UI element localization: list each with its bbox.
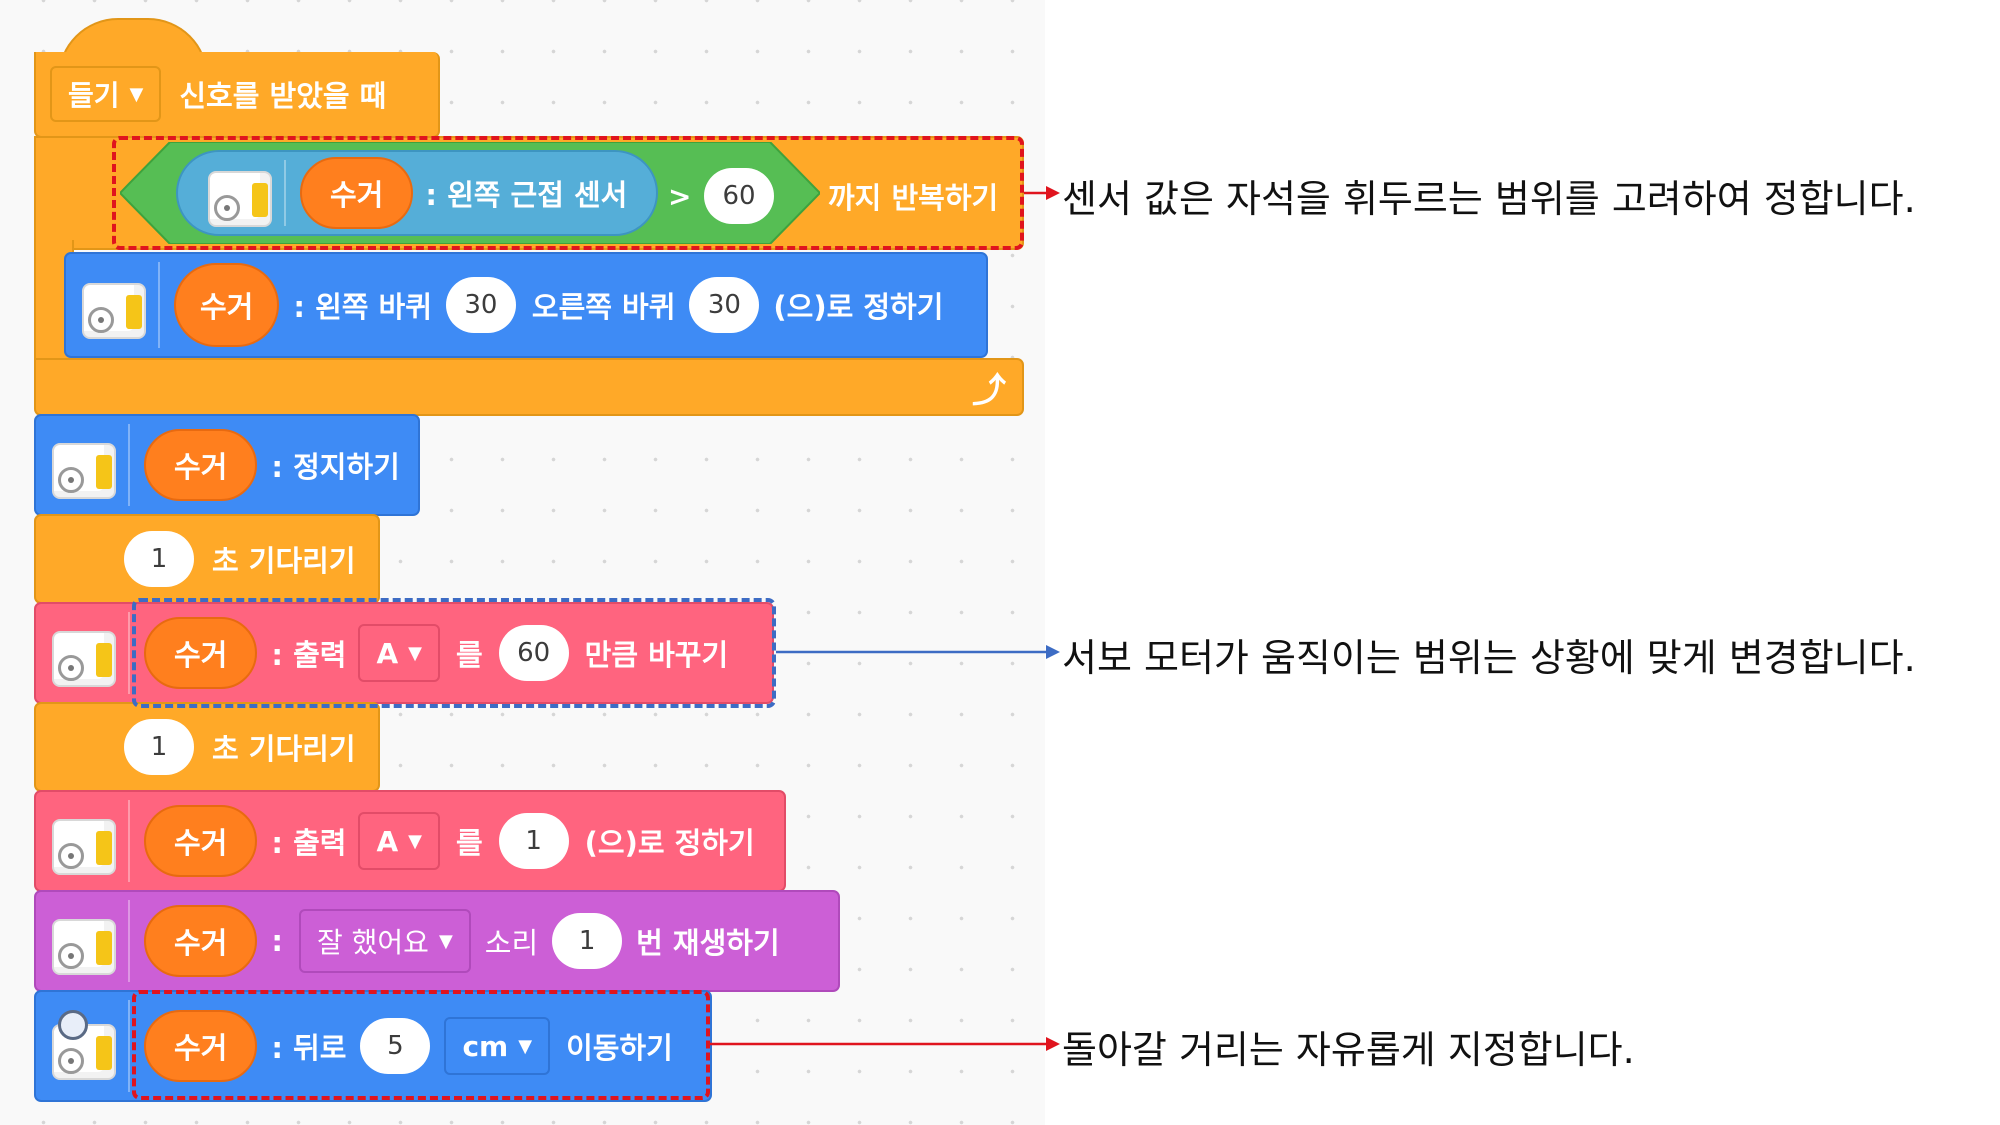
servo-set-block[interactable]: 수거 : 출력 A ▼ 를 1 (으)로 정하기 bbox=[34, 790, 786, 892]
servo-change-input[interactable]: 60 bbox=[498, 625, 569, 681]
robot-name-oval[interactable]: 수거 bbox=[144, 1010, 258, 1082]
distance-note: 돌아갈 거리는 자유롭게 지정합니다. bbox=[1062, 1028, 1635, 1072]
move-suffix: 이동하기 bbox=[566, 1031, 673, 1065]
move-distance-input[interactable]: 5 bbox=[360, 1018, 431, 1074]
particle-label: 를 bbox=[455, 638, 483, 672]
robot-name-oval[interactable]: 수거 bbox=[144, 429, 258, 501]
move-label: : 뒤로 bbox=[271, 1031, 347, 1065]
play-sound-block[interactable]: 수거 : 잘 했어요 ▼ 소리 1 번 재생하기 bbox=[34, 890, 840, 992]
sensor-highlight-box bbox=[112, 136, 1024, 250]
robot-module-icon bbox=[48, 429, 120, 501]
wait-label: 초 기다리기 bbox=[212, 732, 356, 766]
sensor-note: 센서 값은 자석을 휘두르는 범위를 고려하여 정합니다. bbox=[1062, 177, 1916, 221]
sound-dropdown-value: 잘 했어요 bbox=[316, 926, 429, 959]
wheels-suffix: (으)로 정하기 bbox=[773, 290, 944, 324]
robot-timer-icon bbox=[48, 1010, 120, 1082]
wait-seconds-input[interactable]: 1 bbox=[124, 531, 194, 587]
robot-name-oval[interactable]: 수거 bbox=[144, 905, 258, 977]
port-dropdown-value: A bbox=[376, 824, 399, 858]
signal-dropdown-value: 들기 bbox=[68, 79, 120, 112]
servo-highlight-box bbox=[132, 598, 776, 708]
hat-label: 신호를 받았을 때 bbox=[179, 79, 387, 113]
robot-name-oval[interactable]: 수거 bbox=[144, 805, 258, 877]
wait-label: 초 기다리기 bbox=[212, 544, 356, 578]
port-dropdown[interactable]: A ▼ bbox=[358, 812, 440, 870]
particle-label: 를 bbox=[455, 826, 483, 860]
robot-name-oval[interactable]: 수거 bbox=[300, 157, 414, 229]
caret-down-icon: ▼ bbox=[438, 930, 453, 952]
wait-seconds-block[interactable]: 1 초 기다리기 bbox=[34, 702, 380, 792]
signal-dropdown[interactable]: 들기 ▼ bbox=[50, 66, 162, 122]
loop-arrow-icon: ⤴ bbox=[972, 370, 1006, 411]
port-dropdown[interactable]: A ▼ bbox=[358, 624, 440, 682]
stop-block[interactable]: 수거 : 정지하기 bbox=[34, 414, 420, 516]
left-wheel-label: : 왼쪽 바퀴 bbox=[293, 290, 432, 324]
repeat-until-label: 까지 반복하기 bbox=[828, 181, 999, 215]
robot-module-icon bbox=[48, 905, 120, 977]
stop-label: : 정지하기 bbox=[271, 450, 400, 484]
threshold-input[interactable]: 60 bbox=[704, 168, 774, 224]
servo-change-block[interactable]: 수거 : 출력 A ▼ 를 60 만큼 바꾸기 bbox=[34, 602, 774, 704]
sound-suffix: 번 재생하기 bbox=[636, 926, 780, 960]
servo-set-input[interactable]: 1 bbox=[498, 813, 569, 869]
right-wheel-label: 오른쪽 바퀴 bbox=[531, 290, 676, 324]
servo-output-label: : 출력 bbox=[271, 638, 347, 672]
sound-dropdown[interactable]: 잘 했어요 ▼ bbox=[298, 909, 471, 973]
move-back-block[interactable]: 수거 : 뒤로 5 cm ▼ 이동하기 bbox=[34, 990, 712, 1102]
sensor-label: : 왼쪽 근접 센서 bbox=[425, 178, 628, 212]
port-dropdown-value: A bbox=[376, 636, 399, 670]
sensor-reporter[interactable]: 수거 : 왼쪽 근접 센서 bbox=[176, 150, 658, 236]
robot-module-icon bbox=[48, 617, 120, 689]
servo-set-suffix: (으)로 정하기 bbox=[584, 826, 755, 860]
caret-down-icon: ▼ bbox=[129, 83, 144, 105]
sound-repeat-input[interactable]: 1 bbox=[552, 913, 623, 969]
servo-note: 서보 모터가 움직이는 범위는 상황에 맞게 변경합니다. bbox=[1062, 636, 1916, 680]
robot-name-oval[interactable]: 수거 bbox=[144, 617, 258, 689]
caret-down-icon: ▼ bbox=[518, 1035, 533, 1057]
unit-dropdown-value: cm bbox=[462, 1029, 509, 1063]
caret-down-icon: ▼ bbox=[408, 642, 422, 664]
unit-dropdown[interactable]: cm ▼ bbox=[444, 1017, 551, 1075]
robot-name-oval[interactable]: 수거 bbox=[174, 263, 280, 347]
sound-label: 소리 bbox=[484, 926, 539, 960]
repeat-block-bottom-arm: ⤴ bbox=[34, 358, 1024, 416]
distance-highlight-box bbox=[132, 990, 710, 1100]
robot-module-icon bbox=[78, 269, 150, 341]
servo-output-label: : 출력 bbox=[271, 826, 347, 860]
sound-colon: : bbox=[271, 924, 283, 958]
wait-seconds-input[interactable]: 1 bbox=[124, 719, 194, 775]
robot-module-icon bbox=[204, 157, 276, 229]
servo-change-suffix: 만큼 바꾸기 bbox=[584, 638, 729, 672]
right-wheel-input[interactable]: 30 bbox=[689, 277, 760, 333]
caret-down-icon: ▼ bbox=[408, 830, 422, 852]
compare-operator: > bbox=[668, 179, 692, 213]
set-wheels-block[interactable]: 수거 : 왼쪽 바퀴 30 오른쪽 바퀴 30 (으)로 정하기 bbox=[64, 252, 988, 358]
left-wheel-input[interactable]: 30 bbox=[445, 277, 516, 333]
robot-module-icon bbox=[48, 805, 120, 877]
